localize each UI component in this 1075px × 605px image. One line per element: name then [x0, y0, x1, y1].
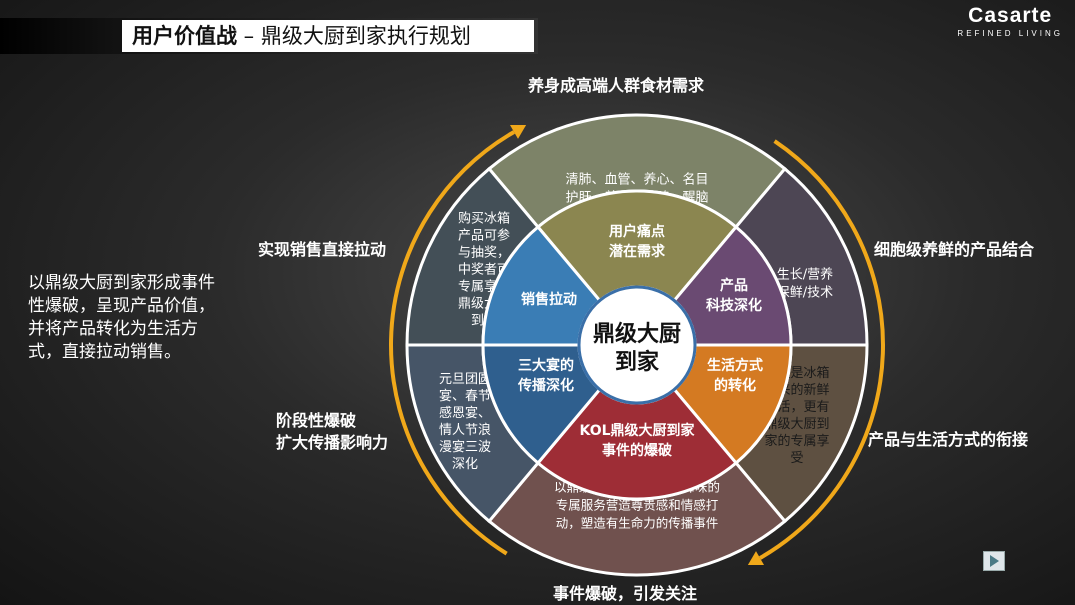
arrow-head-right	[747, 551, 764, 566]
label-right-upper: 细胞级养鲜的产品结合	[874, 240, 1035, 259]
page-title: 用户价值战 – 鼎级大厨到家执行规划	[132, 22, 471, 50]
play-button[interactable]	[983, 551, 1005, 571]
outer-segment-upper-right-line-1: 生长/营养	[777, 267, 833, 283]
inner-segment-upper-left-line-1: 销售拉动	[521, 291, 577, 308]
outer-segment-lower-left-line-3: 感恩宴、	[439, 405, 491, 421]
inner-segment-upper-right-line-2: 科技深化	[706, 297, 762, 314]
outer-segment-bottom-line-2: 专属服务营造尊贵感和情感打	[556, 497, 719, 512]
brand-logo: Casarte REFINED LIVING	[957, 4, 1063, 38]
label-left-lower-line-1: 阶段性爆破	[276, 411, 357, 430]
label-left-lower: 阶段性爆破 扩大传播影响力	[276, 410, 388, 454]
inner-segment-bottom-line-2: 事件的爆破	[602, 442, 672, 459]
outer-segment-lower-left-line-6: 深化	[452, 457, 478, 472]
outer-segment-lower-right-line-5: 家的专属享	[764, 433, 829, 449]
title-rest: – 鼎级大厨到家执行规划	[237, 24, 471, 48]
label-right-lower: 产品与生活方式的衔接	[868, 430, 1029, 449]
logo-tagline: REFINED LIVING	[957, 29, 1063, 38]
arrow-arc-left	[389, 130, 516, 556]
inner-segment-lower-right-line-2: 的转化	[714, 377, 756, 394]
outer-segment-upper-left-line-1: 购买冰箱	[458, 211, 510, 227]
outer-segment-bottom-line-3: 动，塑造有生命力的传播事件	[556, 515, 719, 530]
label-left-lower-line-2: 扩大传播影响力	[276, 433, 389, 452]
outer-segment-top-line-1: 清肺、血管、养心、名目	[565, 172, 708, 188]
label-top: 养身成高端人群食材需求	[528, 76, 705, 95]
outer-segment-lower-left-line-5: 漫宴三波	[439, 439, 491, 455]
center-circle	[577, 285, 697, 405]
outer-segment-lower-left-line-1: 元旦团圆	[439, 372, 491, 387]
outer-segment-lower-left-line-4: 情人节浪	[439, 423, 491, 438]
inner-segment-lower-left-line-2: 传播深化	[517, 377, 574, 394]
label-bottom: 事件爆破，引发关注	[553, 584, 698, 603]
inner-segment-top-line-1: 用户痛点	[609, 223, 665, 240]
inner-segment-upper-right-line-1: 产品	[720, 277, 748, 294]
center-text-line-1: 鼎级大厨	[593, 321, 681, 347]
inner-segment-bottom-line-1: KOL鼎级大厨到家	[579, 422, 695, 439]
logo-brand: Casarte	[968, 4, 1053, 27]
outer-segment-upper-left-line-3: 与抽奖，	[458, 246, 510, 261]
outer-segment-lower-right-line-4: 鼎级大厨到	[764, 417, 829, 432]
outer-segment-upper-right-line-2: 保鲜/技术	[777, 286, 833, 301]
inner-segment-upper-left: 销售拉动	[481, 224, 602, 347]
outer-segment-lower-left-line-2: 宴、春节	[439, 388, 491, 404]
outer-segment-upper-left-line-4: 中奖者可	[458, 263, 510, 278]
side-description: 以鼎级大厨到家形成事件性爆破，呈现产品价值，并将产品转化为生活方式，直接拉动销售…	[28, 273, 215, 362]
arrow-head-left	[510, 124, 527, 139]
title-bold: 用户价值战	[132, 24, 237, 48]
arrow-arc-right	[758, 139, 885, 560]
title-box	[122, 20, 534, 52]
inner-segment-lower-left-line-1: 三大宴的	[518, 357, 574, 374]
label-left-upper: 实现销售直接拉动	[258, 240, 387, 259]
center-text-line-2: 到家	[615, 349, 660, 375]
outer-segment-upper-left-line-2: 产品可参	[458, 228, 510, 244]
inner-segment-lower-right-line-1: 生活方式	[707, 357, 763, 374]
inner-segment-top-line-2: 潜在需求	[609, 243, 666, 260]
outer-segment-lower-right-line-6: 受	[790, 451, 803, 466]
